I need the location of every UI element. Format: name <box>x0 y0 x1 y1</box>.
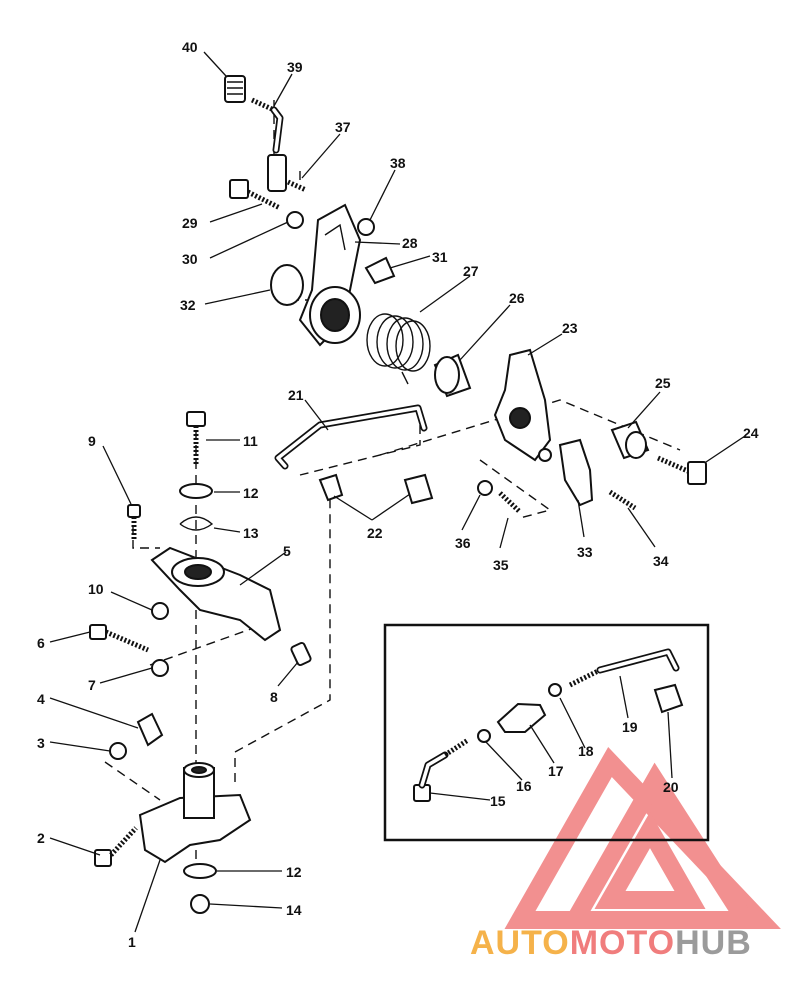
callout-34: 34 <box>653 553 669 569</box>
callout-38: 38 <box>390 155 406 171</box>
part-9-screw <box>127 504 141 540</box>
part-37-swivel <box>267 154 308 193</box>
callout-23: 23 <box>562 320 578 336</box>
callout-labels: 40 39 37 38 29 30 28 31 27 32 26 23 25 2… <box>37 39 759 950</box>
part-21-link-rod <box>274 404 428 470</box>
part-38-nut <box>357 218 375 236</box>
watermark-text-auto: AUTO <box>470 924 570 962</box>
part-10-nut <box>151 602 169 620</box>
part-35-spring <box>498 491 522 514</box>
part-3-nut <box>109 742 127 760</box>
part-12-washer-upper <box>179 483 213 499</box>
watermark-text: AUTOMOTOHUB <box>470 924 752 962</box>
callout-4: 4 <box>37 691 45 707</box>
part-1-lever <box>138 762 252 864</box>
part-32-washer <box>270 264 304 306</box>
callout-20: 20 <box>663 779 679 795</box>
callout-21: 21 <box>288 387 304 403</box>
part-4-cap <box>136 712 164 747</box>
inset-part-16-nut <box>477 729 491 743</box>
leader-lines <box>49 51 746 933</box>
callout-15: 15 <box>490 793 506 809</box>
callout-12-upper: 12 <box>243 485 259 501</box>
callout-24: 24 <box>743 425 759 441</box>
callout-19: 19 <box>622 719 638 735</box>
callout-14: 14 <box>286 902 302 918</box>
part-7-nut <box>151 659 169 677</box>
callout-8: 8 <box>270 689 278 705</box>
inset-part-15-rod-end <box>413 737 470 802</box>
part-23-cam-plate <box>493 348 552 462</box>
part-30-nut <box>286 211 304 229</box>
part-40-nut <box>224 75 246 103</box>
part-13-ring <box>179 516 214 531</box>
callout-25: 25 <box>655 375 671 391</box>
callout-5: 5 <box>283 543 291 559</box>
callout-18: 18 <box>578 743 594 759</box>
part-39-link-rod <box>250 97 284 154</box>
part-11-bolt <box>186 411 206 466</box>
callout-30: 30 <box>182 251 198 267</box>
part-24-bolt <box>656 455 707 485</box>
part-31-cap <box>364 256 396 285</box>
part-28-throttle-arm <box>298 203 362 347</box>
callout-33: 33 <box>577 544 593 560</box>
part-36-nut <box>477 480 493 496</box>
watermark-text-moto: MOTO <box>570 924 675 962</box>
part-26-bushing <box>433 353 472 398</box>
callout-10: 10 <box>88 581 104 597</box>
callout-39: 39 <box>287 59 303 75</box>
part-5-bracket <box>150 546 282 642</box>
part-33-plate <box>558 438 594 507</box>
callout-37: 37 <box>335 119 351 135</box>
callout-1: 1 <box>128 934 136 950</box>
part-22-ball-joints <box>318 473 434 505</box>
callout-27: 27 <box>463 263 479 279</box>
inset-detail-box <box>383 623 710 842</box>
watermark-text-hub: HUB <box>675 924 752 962</box>
callout-2: 2 <box>37 830 45 846</box>
callout-40: 40 <box>182 39 198 55</box>
callout-36: 36 <box>455 535 471 551</box>
callout-12-lower: 12 <box>286 864 302 880</box>
callout-28: 28 <box>402 235 418 251</box>
part-29-bolt <box>229 179 282 211</box>
callout-32: 32 <box>180 297 196 313</box>
callout-29: 29 <box>182 215 198 231</box>
part-2-bolt <box>94 826 138 867</box>
callout-16: 16 <box>516 778 532 794</box>
inset-part-17-connector <box>496 702 547 733</box>
callout-6: 6 <box>37 635 45 651</box>
part-6-bolt <box>89 624 149 653</box>
inset-part-19-rod <box>568 648 680 688</box>
part-25-sleeve <box>610 420 650 460</box>
callout-11: 11 <box>243 433 258 449</box>
part-14-nut <box>190 894 210 914</box>
part-34-screw <box>608 489 637 511</box>
part-8-pin <box>290 641 312 667</box>
assembly-lines <box>104 100 681 860</box>
callout-35: 35 <box>493 557 509 573</box>
inset-part-18-nut <box>548 683 562 697</box>
part-12-washer-lower <box>183 863 217 879</box>
callout-22: 22 <box>367 525 383 541</box>
callout-3: 3 <box>37 735 45 751</box>
callout-26: 26 <box>509 290 525 306</box>
callout-9: 9 <box>88 433 96 449</box>
part-27-spring <box>366 313 431 385</box>
callout-17: 17 <box>548 763 564 779</box>
inset-part-20-ball-joint <box>653 683 684 714</box>
callout-7: 7 <box>88 677 96 693</box>
callout-31: 31 <box>432 249 448 265</box>
callout-13: 13 <box>243 525 259 541</box>
